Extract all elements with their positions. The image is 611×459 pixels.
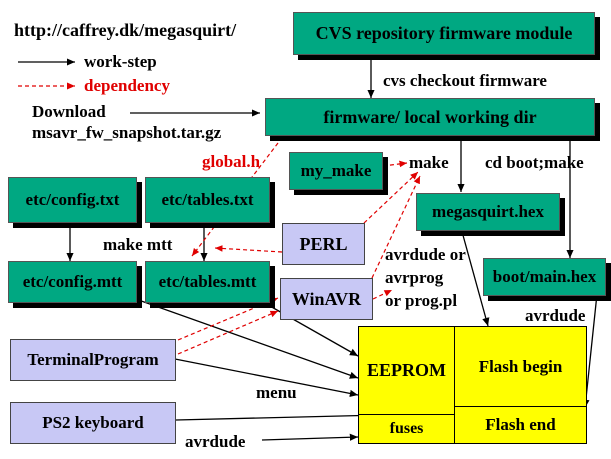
label-cd-boot-make: cd boot;make: [485, 153, 584, 172]
legend-dependency: dependency: [84, 76, 170, 95]
terminal-program-box: TerminalProgram: [10, 339, 176, 381]
download-line2: msavr_fw_snapshot.tar.gz: [32, 123, 222, 142]
arrow-avrdude-to-fuses: [261, 433, 359, 441]
winavr-box: WinAVR: [280, 278, 373, 320]
my-make-box: my_make: [289, 152, 383, 190]
cvs-repository-box: CVS repository firmware module: [293, 12, 595, 55]
label-make: make: [409, 153, 449, 172]
label-or-prog-pl: or prog.pl: [385, 291, 458, 310]
label-avrdude-bottom: avrdude: [185, 432, 246, 451]
label-global-h: global.h: [202, 152, 261, 171]
chip-block: EEPROM fuses Flash begin Flash end: [358, 326, 587, 444]
boot-main-hex-box: boot/main.hex: [483, 258, 606, 296]
label-make-mtt: make mtt: [103, 235, 173, 254]
arrow-tablesmtt-to-eeprom: [253, 296, 359, 357]
download-line1: Download: [32, 102, 106, 121]
legend-url: http://caffrey.dk/megasquirt/: [14, 20, 237, 40]
ps2-keyboard-box: PS2 keyboard: [10, 402, 176, 444]
dep-mymake-to-make: [382, 160, 408, 168]
dep-perl-to-make: [363, 171, 419, 224]
label-avrdude-boot: avrdude: [525, 306, 586, 325]
dep-winavr-to-avrdude: [372, 289, 393, 300]
label-menu: menu: [256, 383, 297, 402]
label-avrprog: avrprog: [385, 268, 444, 287]
tables-txt-box: etc/tables.txt: [145, 177, 270, 223]
config-mtt-box: etc/config.mtt: [8, 261, 137, 303]
perl-box: PERL: [282, 223, 365, 265]
arrow-terminal-to-eeprom: [174, 358, 359, 397]
legend-work-step: work-step: [84, 52, 157, 71]
dep-winavr-to-make: [371, 175, 421, 279]
flash-begin-region: Flash begin: [454, 326, 587, 407]
dep-perl-to-tablesmtt: [214, 245, 283, 253]
flash-end-region: Flash end: [454, 406, 587, 444]
working-dir-box: firmware/ local working dir: [265, 98, 595, 136]
fuses-region: fuses: [358, 414, 455, 444]
tables-mtt-box: etc/tables.mtt: [145, 261, 270, 303]
arrow-configmtt-to-eeprom: [129, 296, 359, 379]
megasquirt-hex-box: megasquirt.hex: [416, 193, 560, 231]
arrow-hex-to-flash: [460, 227, 490, 327]
arrow-boot-to-flashend: [582, 293, 598, 409]
label-avrdude-or: avrdude or: [385, 245, 466, 264]
config-txt-box: etc/config.txt: [8, 177, 137, 223]
eeprom-region: EEPROM: [358, 326, 455, 415]
label-cvs-checkout: cvs checkout firmware: [383, 71, 547, 90]
